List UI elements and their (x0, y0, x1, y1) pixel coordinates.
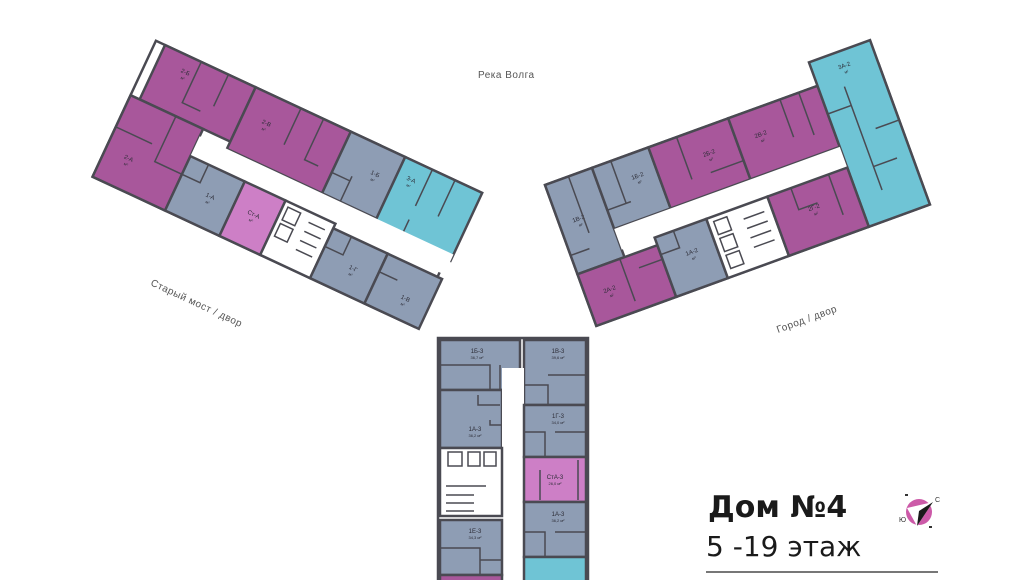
compass-icon: С Ю (899, 494, 940, 528)
bottom-wing: 1Б-336,7 м² 1В-339,6 м² 1А-336,2 м² 1Г-3… (436, 336, 590, 580)
stair-elevator-core (438, 446, 504, 518)
svg-text:1Б-2: 1Б-2 (631, 172, 646, 182)
svg-text:м²: м² (708, 156, 714, 162)
corridor (614, 146, 848, 250)
left-wing: 2-Бм² 2-Вм² 1-Бм² 3-Ам² 2-Ам² 1-Ам² Ст-А… (90, 39, 484, 331)
svg-text:1-Б: 1-Б (369, 170, 380, 179)
svg-text:2А-2: 2А-2 (603, 285, 618, 295)
svg-text:1-В: 1-В (400, 295, 411, 304)
svg-text:36,2 м²: 36,2 м² (552, 518, 566, 523)
unit-partial[interactable] (438, 573, 504, 580)
divider (706, 571, 938, 573)
svg-text:м²: м² (248, 217, 254, 224)
svg-text:2-В: 2-В (261, 119, 272, 128)
unit-1v-3[interactable]: 1В-339,6 м² (522, 338, 588, 407)
svg-text:Ст-А: Ст-А (246, 210, 260, 221)
unit-3a-2[interactable]: 3А-2м² (807, 38, 932, 229)
svg-text:м²: м² (180, 75, 186, 82)
svg-text:м²: м² (844, 68, 850, 74)
svg-text:м²: м² (406, 182, 412, 189)
svg-text:1Е-3: 1Е-3 (469, 529, 482, 535)
svg-text:СтА-3: СтА-3 (547, 475, 564, 481)
svg-text:м²: м² (691, 255, 697, 261)
svg-text:м²: м² (370, 177, 376, 184)
svg-text:34,0 м²: 34,0 м² (552, 420, 566, 425)
svg-text:м²: м² (123, 161, 129, 168)
svg-text:1В-3: 1В-3 (552, 349, 565, 355)
svg-text:1А-3: 1А-3 (552, 512, 565, 518)
svg-text:1Б-3: 1Б-3 (471, 349, 484, 355)
svg-text:1-Г: 1-Г (348, 265, 359, 274)
corridor (502, 368, 524, 580)
building-title: Дом №4 (708, 490, 848, 525)
svg-text:3-А: 3-А (405, 176, 416, 185)
svg-text:м²: м² (637, 179, 643, 185)
svg-text:м²: м² (261, 126, 267, 133)
svg-text:1-А: 1-А (204, 193, 215, 202)
svg-text:34,3 м²: 34,3 м² (469, 535, 483, 540)
svg-text:1В-2: 1В-2 (572, 214, 587, 224)
svg-text:1А-2: 1А-2 (685, 248, 700, 258)
svg-text:2Б-2: 2Б-2 (702, 149, 717, 159)
unit-1a-3-right[interactable]: 1А-336,2 м² (522, 500, 588, 559)
right-wing: 1В-2м² 1Б-2м² 2Б-2м² 2В-2м² 3А-2м² 2А-2м… (543, 38, 932, 328)
svg-text:м²: м² (813, 210, 819, 216)
svg-text:3А-2: 3А-2 (838, 61, 853, 71)
svg-text:39,6 м²: 39,6 м² (552, 355, 566, 360)
unit-2a-2[interactable]: 2А-2м² (575, 243, 678, 328)
corridor (190, 136, 454, 275)
compass-north: С (935, 497, 940, 504)
unit-1e-3[interactable]: 1Е-334,3 м² (438, 518, 504, 577)
svg-text:м²: м² (609, 292, 615, 298)
svg-text:м²: м² (760, 137, 766, 143)
unit-1v[interactable]: 1-Вм² (362, 251, 444, 331)
svg-text:м²: м² (400, 301, 406, 308)
label-left-side: Старый мост / двор (149, 278, 244, 330)
compass-south: Ю (899, 517, 906, 524)
unit-1a-3-left[interactable]: 1А-336,2 м² (438, 388, 504, 450)
svg-text:36,2 м²: 36,2 м² (469, 433, 483, 438)
label-right-side: Город / двор (775, 304, 838, 336)
unit-studio-a-3[interactable]: СтА-326,0 м² (522, 455, 588, 504)
unit-2g-2[interactable]: 2Г-2м² (765, 165, 871, 258)
unit-partial[interactable] (522, 555, 588, 580)
unit-1g-3[interactable]: 1Г-334,0 м² (522, 403, 588, 459)
svg-text:2В-2: 2В-2 (754, 130, 769, 140)
svg-text:26,0 м²: 26,0 м² (549, 481, 563, 486)
svg-text:2-А: 2-А (123, 154, 134, 163)
svg-text:36,7 м²: 36,7 м² (471, 355, 485, 360)
svg-text:м²: м² (578, 221, 584, 227)
svg-text:1Г-3: 1Г-3 (552, 414, 565, 420)
label-river: Река Волга (478, 70, 535, 81)
svg-text:1А-3: 1А-3 (469, 427, 482, 433)
floor-range: 5 -19 этаж (706, 530, 862, 563)
svg-text:2-Б: 2-Б (180, 68, 191, 77)
svg-text:м²: м² (205, 199, 211, 206)
svg-text:2Г-2: 2Г-2 (808, 203, 822, 213)
svg-text:м²: м² (348, 271, 354, 278)
